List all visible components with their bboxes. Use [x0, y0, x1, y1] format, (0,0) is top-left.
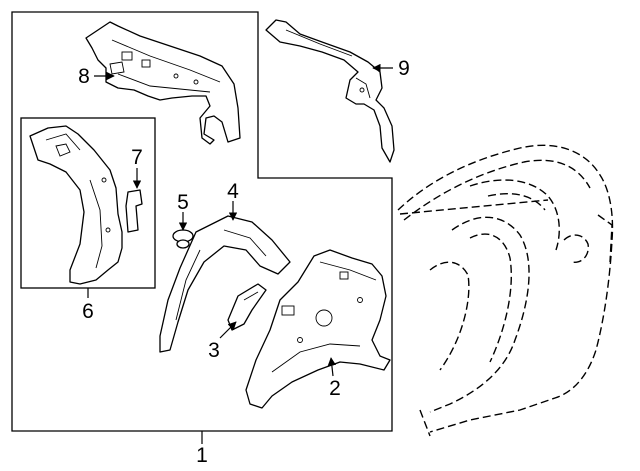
leader-2: [327, 357, 337, 377]
assembly-frame: [11, 11, 393, 432]
callout-2: 2: [329, 377, 341, 400]
part-4-wheelhouse: [159, 215, 291, 353]
part-7-bracket: [125, 189, 143, 233]
callout-7: 7: [131, 146, 143, 169]
part-5-clip: [172, 229, 194, 249]
callout-5: 5: [177, 191, 189, 214]
part-8-upper-rail: [85, 21, 241, 145]
part-2-quarter-inner: [245, 249, 391, 409]
callout-1: 1: [196, 444, 208, 467]
callout-3: 3: [208, 339, 220, 362]
part-9-rear-rail: [265, 19, 395, 163]
part-3-reinforcement: [227, 283, 267, 331]
callout-6: 6: [82, 300, 94, 323]
part-6-pillar: [29, 125, 123, 285]
vehicle-body-outline: [397, 144, 614, 437]
leader-3: [219, 321, 237, 339]
callout-4: 4: [227, 180, 239, 203]
callout-9: 9: [398, 57, 410, 80]
callout-8: 8: [78, 65, 90, 88]
